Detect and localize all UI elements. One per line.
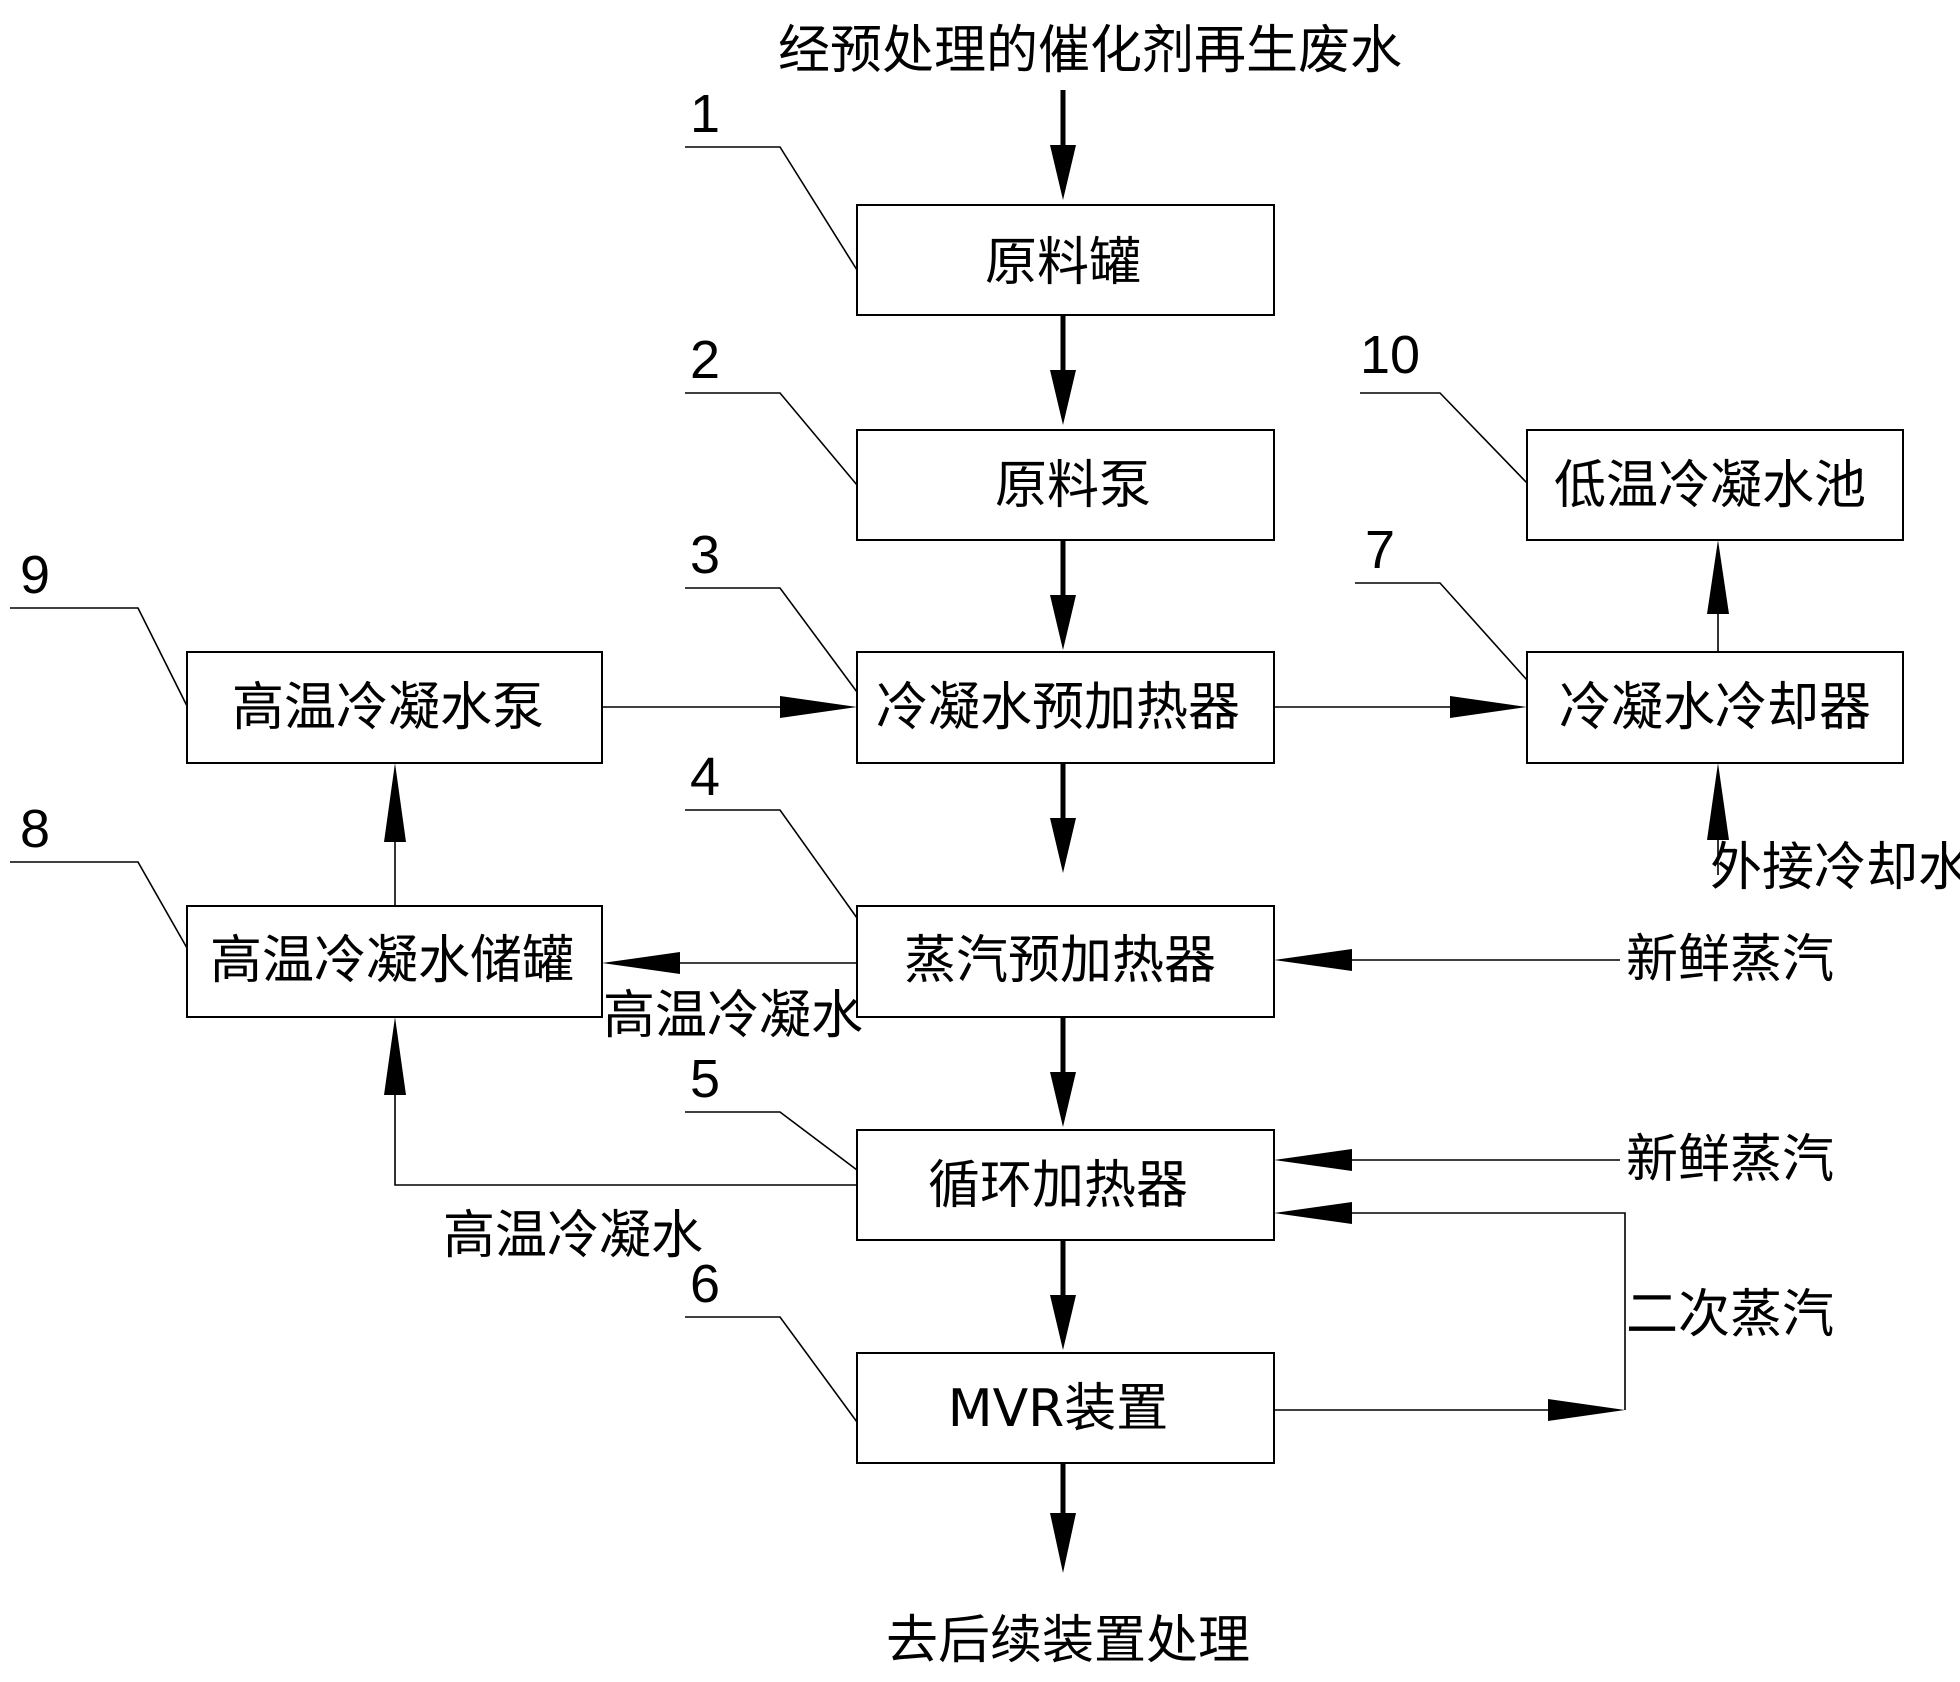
- unit-7-condensate-cooler: 冷凝水冷却器: [1526, 651, 1904, 764]
- unit-label: 循环加热器: [928, 1156, 1188, 1216]
- unit-label: 冷凝水预加热器: [876, 678, 1240, 738]
- unit-10-low-temp-pool: 低温冷凝水池: [1526, 429, 1904, 541]
- unit-number-1: 1: [690, 84, 720, 144]
- hot-condensate-label: 高温冷凝水: [443, 1206, 703, 1266]
- arrow-hot-pump-to-preheater: [780, 696, 857, 718]
- arrow-cooler-to-pool: [1707, 540, 1729, 614]
- unit-number-7: 7: [1365, 520, 1395, 580]
- unit-label: 蒸汽预加热器: [904, 931, 1216, 991]
- side-flows: [384, 540, 1729, 1421]
- unit-number-6: 6: [690, 1254, 720, 1314]
- fresh-steam-label: 新鲜蒸汽: [1626, 1130, 1834, 1190]
- arrow-pump-to-preheater: [1050, 595, 1076, 650]
- arrow-circ-heater-to-hot-tank: [384, 1017, 406, 1095]
- stream-labels: 经预处理的催化剂再生废水 去后续装置处理 外接冷却水 新鲜蒸汽 新鲜蒸汽 二次蒸…: [443, 21, 1960, 1671]
- hot-condensate-label: 高温冷凝水: [603, 986, 863, 1046]
- arrow-feed-to-tank: [1050, 145, 1076, 200]
- unit-label: 高温冷凝水泵: [232, 678, 544, 738]
- unit-2-raw-pump: 原料泵: [856, 429, 1275, 541]
- arrow-steam-preheater-to-circ-heater: [1050, 1072, 1076, 1127]
- arrow-steam-preheater-to-hot-tank: [602, 952, 680, 974]
- output-label: 去后续装置处理: [886, 1611, 1250, 1671]
- unit-number-3: 3: [690, 525, 720, 585]
- external-cooling-water-label: 外接冷却水: [1710, 838, 1960, 898]
- unit-number-4: 4: [690, 747, 720, 807]
- unit-number-2: 2: [690, 330, 720, 390]
- arrow-preheater-to-cooler: [1450, 696, 1527, 718]
- leader-lines: [10, 146, 1528, 1423]
- fresh-steam-label: 新鲜蒸汽: [1626, 930, 1834, 990]
- unit-4-steam-preheater: 蒸汽预加热器: [856, 905, 1275, 1018]
- unit-number-10: 10: [1360, 325, 1420, 385]
- unit-label: 高温冷凝水储罐: [210, 931, 574, 991]
- unit-9-hot-condensate-pump: 高温冷凝水泵: [186, 651, 603, 764]
- secondary-steam-label: 二次蒸汽: [1626, 1285, 1834, 1345]
- arrow-mvr-to-secondary-steam: [1548, 1399, 1625, 1421]
- unit-label: 冷凝水冷却器: [1559, 678, 1871, 738]
- arrow-hot-tank-to-hot-pump: [384, 763, 406, 842]
- arrow-mvr-to-output: [1050, 1513, 1076, 1573]
- arrow-preheater-to-steam-preheater: [1050, 818, 1076, 873]
- arrow-circ-heater-to-mvr: [1050, 1295, 1076, 1350]
- unit-3-condensate-preheater: 冷凝水预加热器: [856, 651, 1275, 764]
- unit-8-hot-condensate-tank: 高温冷凝水储罐: [186, 905, 603, 1018]
- unit-number-5: 5: [690, 1049, 720, 1109]
- arrow-secondary-steam-to-circ-heater: [1274, 1202, 1352, 1224]
- main-flow: [1050, 90, 1076, 1573]
- arrow-cooling-water-to-cooler: [1707, 763, 1729, 840]
- unit-1-raw-tank: 原料罐: [856, 204, 1275, 316]
- unit-label: MVR装置: [948, 1379, 1169, 1439]
- unit-label: 原料罐: [985, 233, 1141, 293]
- arrow-fresh-steam-to-circ-heater: [1274, 1149, 1352, 1171]
- unit-6-mvr: MVR装置: [856, 1352, 1275, 1464]
- arrow-tank-to-pump: [1050, 370, 1076, 425]
- unit-number-9: 9: [20, 545, 50, 605]
- reference-numbers: 1 2 3 4 5 6 7 8 9 10: [20, 84, 1420, 1314]
- unit-5-circulation-heater: 循环加热器: [856, 1129, 1275, 1241]
- unit-label: 原料泵: [995, 456, 1151, 516]
- feed-label: 经预处理的催化剂再生废水: [778, 21, 1402, 81]
- unit-number-8: 8: [20, 799, 50, 859]
- unit-label: 低温冷凝水池: [1554, 456, 1866, 516]
- arrow-fresh-steam-to-steam-preheater: [1274, 949, 1352, 971]
